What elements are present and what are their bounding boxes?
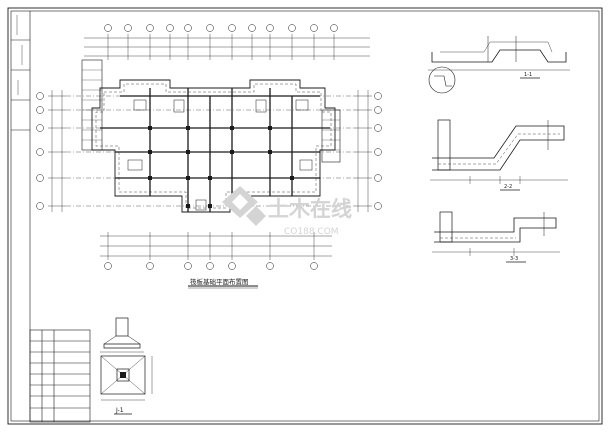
watermark-logo <box>222 186 266 226</box>
footing-detail-j1 <box>100 317 153 415</box>
detail-label-j1: J-1 <box>115 407 124 414</box>
section-label-3-3: 3-3 <box>510 256 518 262</box>
plan-title: 筏板基础平面布置图 <box>190 277 249 286</box>
section-1-1 <box>428 36 570 94</box>
watermark-text: 土木在线 <box>268 197 352 221</box>
watermark-url: CO188.COM <box>284 227 339 237</box>
section-2-2 <box>430 119 568 191</box>
section-3-3 <box>432 211 560 263</box>
section-label-1-1: 1-1 <box>524 72 532 78</box>
foundation-plan <box>36 24 382 270</box>
section-label-2-2: 2-2 <box>504 184 512 190</box>
title-block <box>29 329 91 423</box>
sheet-border <box>7 7 603 425</box>
